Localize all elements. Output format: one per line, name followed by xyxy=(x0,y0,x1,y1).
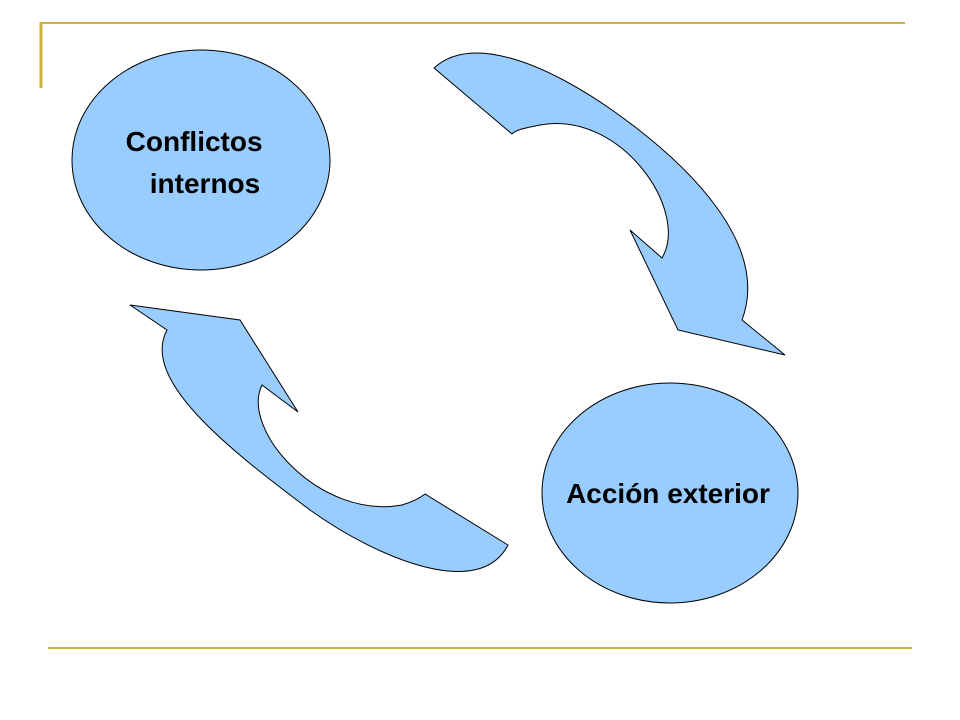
node-accion-exterior: Acción exterior xyxy=(541,382,799,604)
node-accion-label: Acción exterior xyxy=(566,478,770,509)
node-conflictos-internos: Conflictos internos xyxy=(71,49,331,271)
node-accion-shape xyxy=(541,382,799,604)
node-conflictos-label-line-1: Conflictos xyxy=(126,126,263,157)
slide-decoration xyxy=(39,22,912,649)
cycle-arrow-to-conflictos xyxy=(129,304,509,572)
node-conflictos-shape xyxy=(71,49,331,271)
node-conflictos-label: Conflictos internos xyxy=(126,126,271,199)
node-accion-label-line-1: Acción exterior xyxy=(566,478,770,509)
cycle-arrow-to-accion xyxy=(433,52,786,356)
node-conflictos-label-line-2: internos xyxy=(150,168,260,199)
